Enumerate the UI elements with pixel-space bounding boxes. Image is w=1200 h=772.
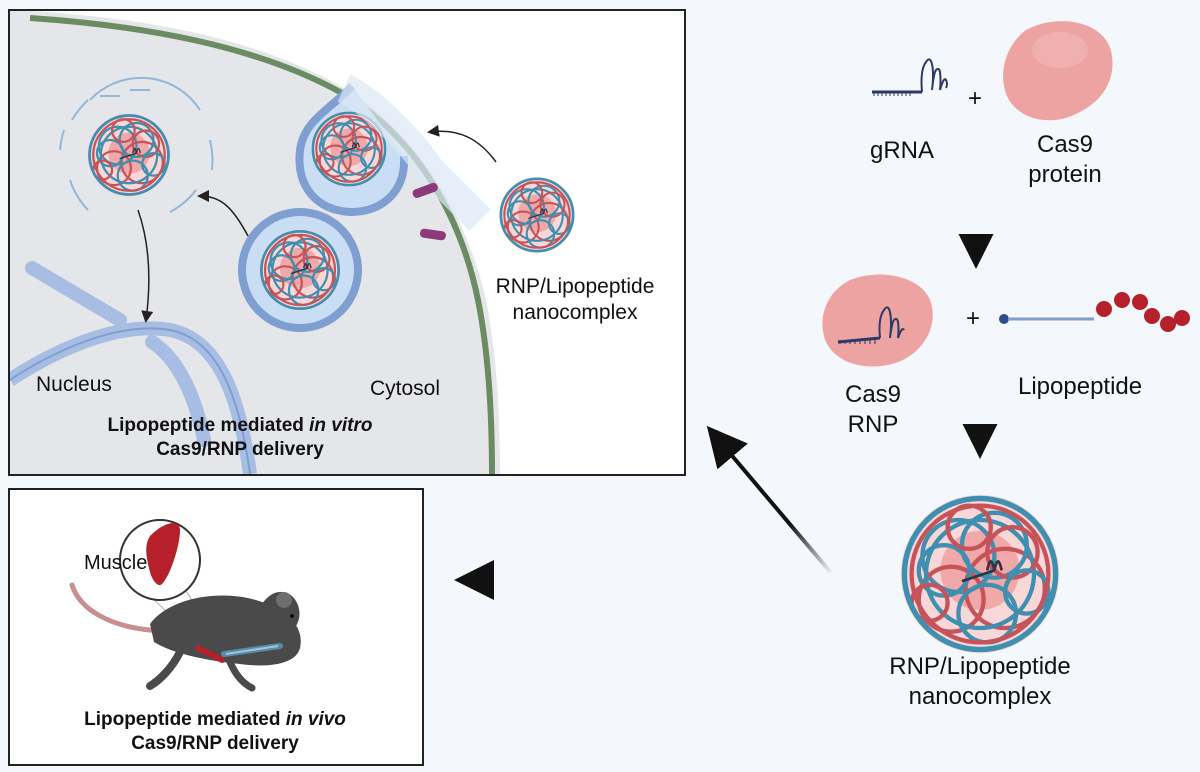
vivo-caption: Lipopeptide mediated in vivo Cas9/RNP de… — [20, 708, 410, 756]
vitro-caption-line1: Lipopeptide mediated in vitro — [40, 414, 440, 438]
cas9-protein-label: Cas9 protein — [1010, 130, 1120, 190]
cas9-protein-label-line1: Cas9 — [1036, 131, 1094, 158]
vivo-caption-italic: in vivo — [285, 709, 346, 730]
cas9-rnp-label: Cas9 RNP — [828, 380, 918, 440]
nanocomplex-label-line1: RNP/Lipopeptide — [889, 653, 1071, 680]
arrow-uptake — [427, 124, 497, 163]
vitro-caption: Lipopeptide mediated in vitro Cas9/RNP d… — [40, 414, 440, 462]
nanocomplex-label: RNP/Lipopeptide nanocomplex — [860, 652, 1100, 712]
cytosol-label: Cytosol — [370, 377, 441, 400]
arrow-to-vitro — [706, 425, 834, 576]
cas9-protein-icon — [1003, 21, 1113, 121]
vitro-nanocomplex-label-line2: nanocomplex — [512, 301, 638, 324]
cas9-rnp-label-line2: RNP — [847, 411, 899, 438]
mouse-illustration — [69, 519, 301, 692]
lipopeptide-icon — [999, 292, 1190, 332]
vitro-caption-prefix: Lipopeptide mediated — [107, 415, 310, 436]
plus-sign: + — [968, 85, 983, 112]
vitro-cell-illustration — [10, 11, 577, 474]
lipopeptide-label: Lipopeptide — [1018, 373, 1143, 400]
cas9-rnp-label-line1: Cas9 — [844, 381, 902, 408]
muscle-label: Muscle — [84, 552, 148, 574]
vitro-caption-italic: in vitro — [309, 415, 373, 436]
vitro-caption-line2: Cas9/RNP delivery — [156, 439, 324, 460]
vitro-nanocomplex-label-line1: RNP/Lipopeptide — [495, 275, 655, 298]
vivo-caption-line2: Cas9/RNP delivery — [131, 733, 299, 754]
nucleus-label: Nucleus — [36, 373, 112, 396]
vivo-caption-line1: Lipopeptide mediated in vivo — [20, 708, 410, 732]
grna-label: gRNA — [870, 137, 935, 164]
arrow-escape — [197, 190, 249, 237]
plus-sign-2: + — [966, 305, 981, 332]
cas9-protein-label-line2: protein — [1028, 161, 1102, 188]
grna-icon — [872, 58, 948, 96]
vitro-nanocomplex-label: RNP/Lipopeptide nanocomplex — [480, 274, 670, 326]
vivo-caption-prefix: Lipopeptide mediated — [84, 709, 286, 730]
cas9-rnp-icon — [822, 274, 933, 367]
arrow-to-nucleus — [137, 209, 154, 323]
nanocomplex-large-icon — [901, 495, 1059, 653]
nanocomplex-label-line2: nanocomplex — [908, 683, 1052, 710]
